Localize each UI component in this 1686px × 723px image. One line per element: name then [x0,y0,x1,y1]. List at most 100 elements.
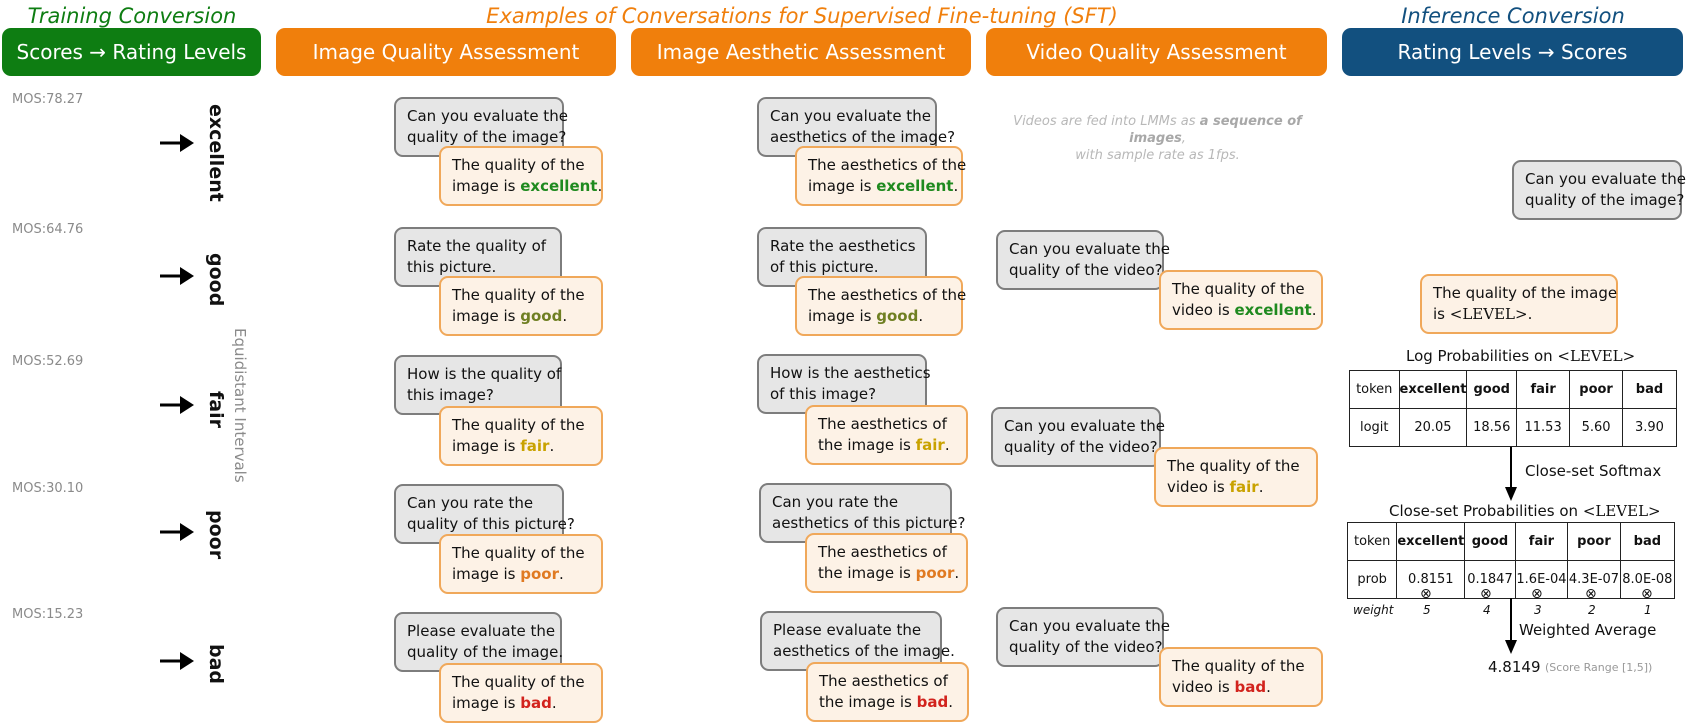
multiply-icon: ⊗ [1531,586,1543,602]
punctuation: . [551,694,557,712]
question-line: How is the quality of [407,365,562,383]
table-cell: 0.8151 [1396,560,1466,599]
question-line: quality of the video? [1009,261,1163,279]
answer-line: image is [452,694,521,712]
answer-line: video is [1172,301,1235,319]
video-note: Videos are fed into LMMs as a sequence o… [985,113,1330,164]
level-word: good [520,307,563,325]
answer-line: The quality of the image [1433,284,1618,302]
answer-line: The quality of the [452,286,585,304]
level-word: excellent [1234,301,1312,319]
multiply-icon: ⊗ [1480,586,1492,602]
table-cell: 20.05 [1398,408,1468,447]
softmax-label: Close-set Softmax [1525,462,1662,480]
level-word: poor [915,564,955,582]
caption-text: Log Probabilities on [1406,347,1558,365]
vqa-pill: Video Quality Assessment [986,28,1327,76]
punctuation: . [1258,478,1264,496]
right-arrow-icon [160,396,194,414]
answer-line: The aesthetics of [818,415,947,433]
table-cell: good [1464,522,1516,561]
level-word: fair [915,436,945,454]
right-arrow-icon [160,134,194,152]
rating-level-label: bad [205,644,227,685]
punctuation: . [597,177,603,195]
table-cell: token [1349,370,1400,409]
rating-level-label: fair [205,391,227,428]
close-set-probabilities-title: Close-set Probabilities on <LEVEL> [1389,502,1661,520]
answer-line: image is [452,177,521,195]
final-score: 4.8149 [1488,658,1541,676]
weight-value: 2 [1588,603,1596,617]
answer-line: The aesthetics of the [808,156,967,174]
punctuation: . [954,564,960,582]
inference-header: Inference Conversion [1401,4,1625,28]
weight-value: 5 [1423,603,1431,617]
table-cell: good [1466,370,1518,409]
question-line: this picture. [407,258,497,276]
question-line: How is the aesthetics [770,364,931,382]
punctuation: . [944,436,950,454]
weight-value: 4 [1483,603,1491,617]
punctuation: . [562,307,568,325]
question-line: Please evaluate the [407,622,556,640]
table-cell: excellent [1398,370,1468,409]
punctuation: . [1311,301,1317,319]
table-cell: bad [1621,370,1678,409]
answer-line: image is [452,437,521,455]
mos-value: MOS:78.27 [12,92,84,107]
rating-level-label: excellent [205,104,227,202]
question-line: Can you evaluate the [770,107,931,125]
level-word: excellent [520,177,598,195]
answer-line: image is [808,177,877,195]
answer-line: video is [1167,478,1230,496]
answer-line: image is [808,307,877,325]
answer-line: The aesthetics of [818,543,947,561]
question-line: of this picture. [770,258,879,276]
table-row: token excellent good fair poor bad [1346,522,1676,561]
question-line: quality of the video? [1004,438,1158,456]
level-word: good [876,307,919,325]
question-line: quality of this picture? [407,515,575,533]
equidistant-intervals-label: Equidistant Intervals [231,328,249,483]
right-arrow-icon [160,523,194,541]
table-cell: 5.60 [1569,408,1623,447]
table-cell: poor [1567,522,1621,561]
table-cell: excellent [1396,522,1466,561]
table-cell: logit [1349,408,1400,447]
multiply-icon: ⊗ [1420,586,1432,602]
training-pill: Scores → Rating Levels [2,28,261,76]
question-line: Can you evaluate the [407,107,568,125]
log-probabilities-title: Log Probabilities on <LEVEL> [1406,347,1635,365]
table-cell: poor [1569,370,1623,409]
right-arrow-icon [160,652,194,670]
question-line: Can you evaluate the [1009,240,1170,258]
table-cell: 11.53 [1516,408,1571,447]
table-row: prob 0.8151 0.1847 1.6E-04 4.3E-07 8.0E-… [1346,560,1676,599]
iqa-pill: Image Quality Assessment [276,28,616,76]
caption-text: Close-set Probabilities on [1389,502,1583,520]
question-line: aesthetics of this picture? [772,514,966,532]
training-header: Training Conversion [27,4,237,28]
question-line: quality of the video? [1009,638,1163,656]
table-cell: 0.1847 [1464,560,1516,599]
answer-line: The aesthetics of the [808,286,967,304]
table-cell: 4.3E-07 [1567,560,1621,599]
